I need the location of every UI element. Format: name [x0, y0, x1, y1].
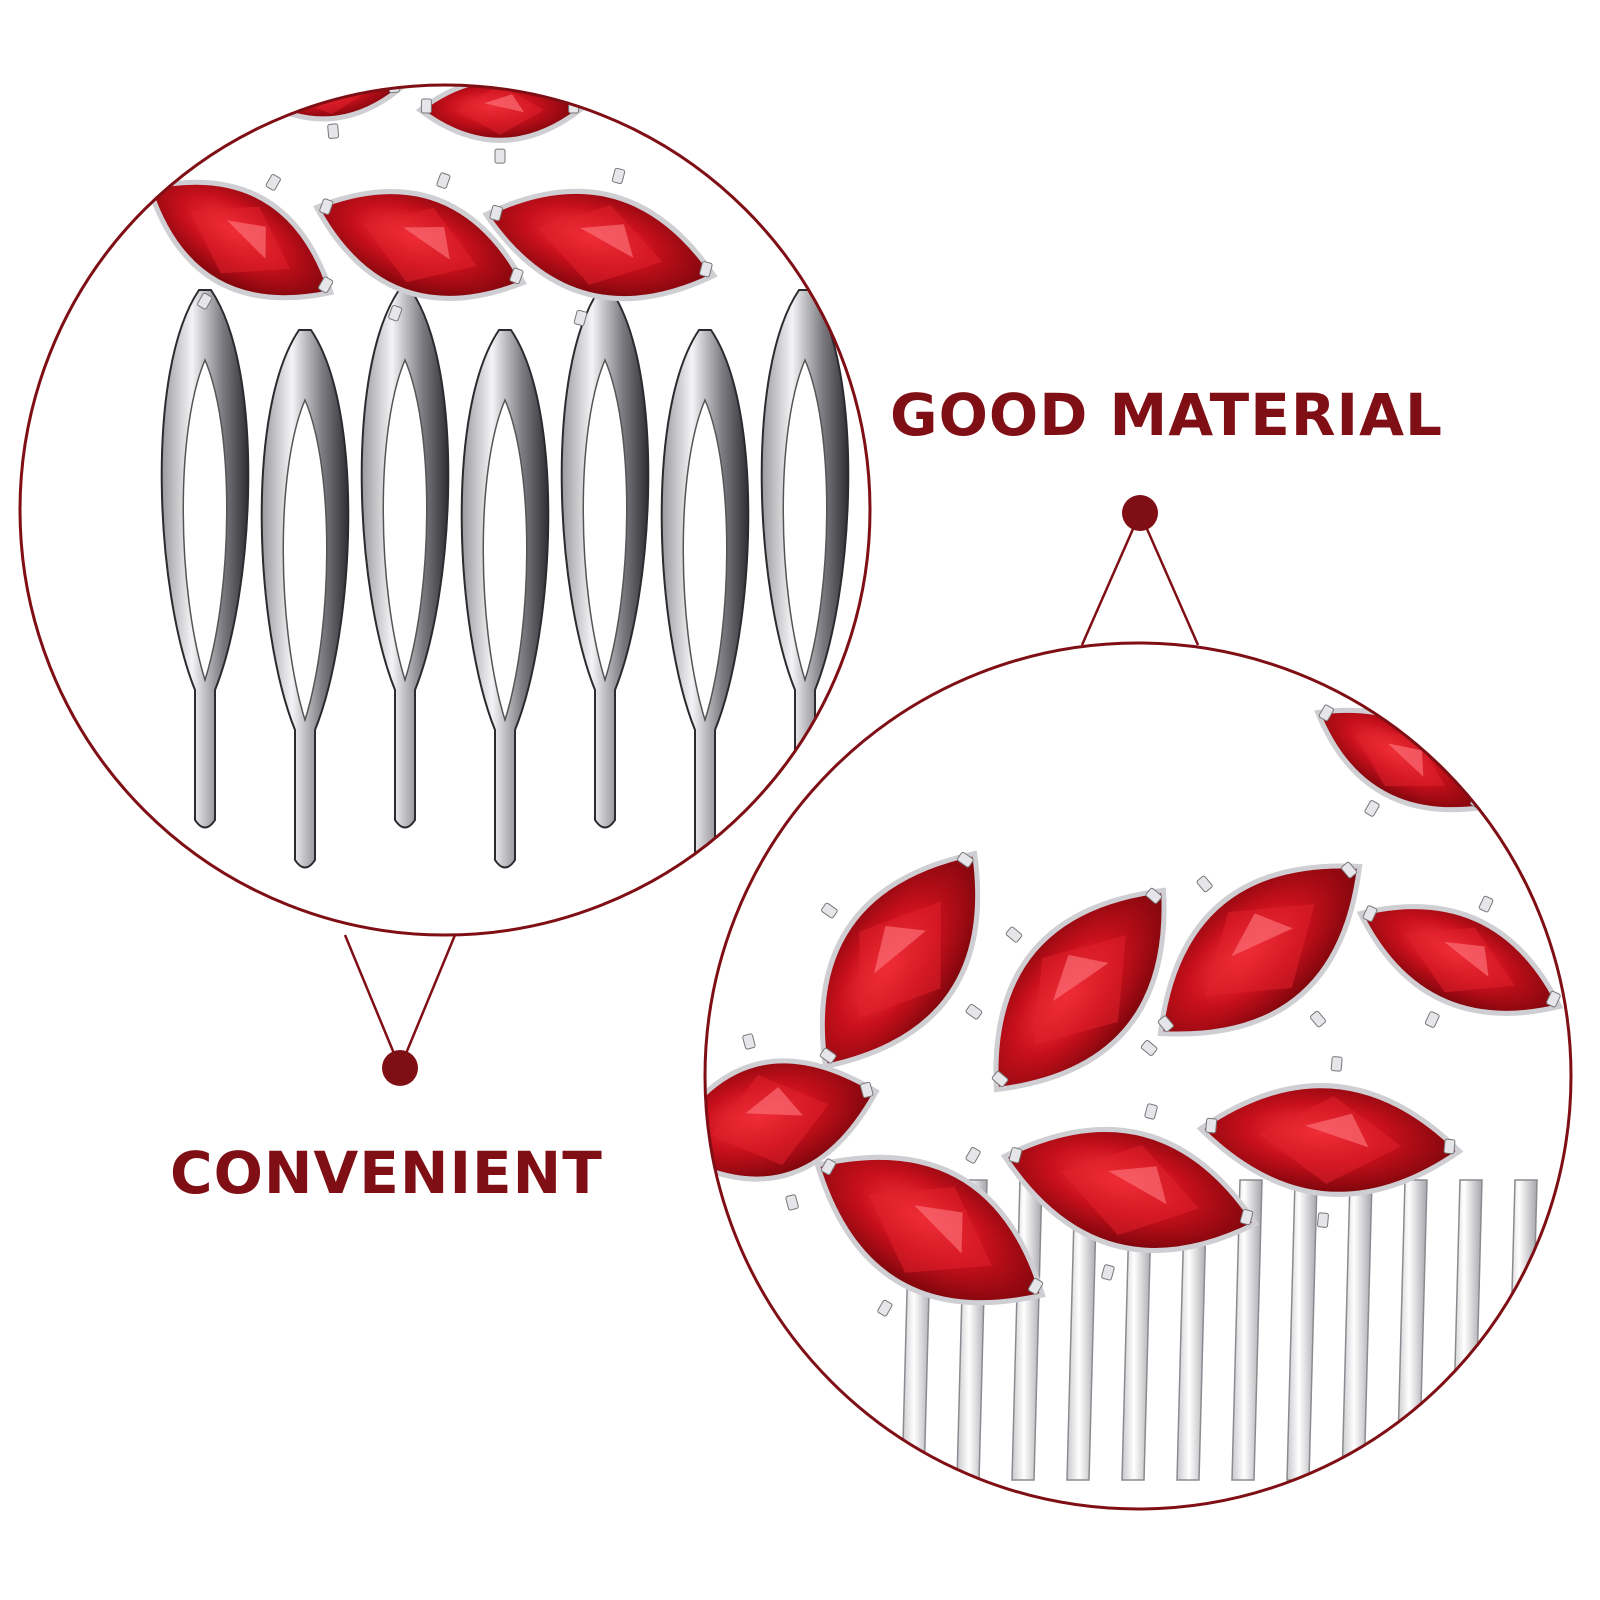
red-rhinestone — [814, 1147, 1046, 1317]
red-rhinestone — [145, 173, 335, 310]
callout-dot-icon — [382, 1050, 418, 1086]
red-rhinestone — [991, 887, 1167, 1093]
red-rhinestone — [313, 172, 527, 322]
red-rhinestone — [1196, 1056, 1464, 1228]
comb-tooth — [1231, 1179, 1263, 1481]
comb-tooth — [460, 329, 550, 869]
red-rhinestone — [1356, 895, 1564, 1028]
red-rhinestone — [1157, 861, 1363, 1037]
comb-tooth — [260, 329, 350, 869]
red-rhinestone — [1000, 1103, 1260, 1281]
good-material-label: GOOD MATERIAL — [890, 381, 1443, 449]
callout-connector-bottom-right — [1080, 512, 1200, 646]
red-rhinestone — [482, 167, 718, 327]
rhinestone-closeup-image — [705, 643, 1571, 1509]
red-rhinestone — [705, 1033, 880, 1211]
comb-tooth — [360, 289, 450, 829]
comb-tooth — [160, 289, 250, 829]
closeup-frame-top-left — [18, 83, 872, 937]
convenient-label: CONVENIENT — [170, 1139, 603, 1207]
red-rhinestone — [819, 850, 983, 1070]
comb-teeth-closeup-image — [20, 85, 870, 935]
closeup-frame-bottom-right — [703, 641, 1573, 1511]
callout-dot-icon — [1122, 495, 1158, 531]
comb-tooth — [560, 289, 650, 829]
comb-tooth — [660, 329, 750, 869]
callout-connector-top-left — [343, 934, 457, 1069]
